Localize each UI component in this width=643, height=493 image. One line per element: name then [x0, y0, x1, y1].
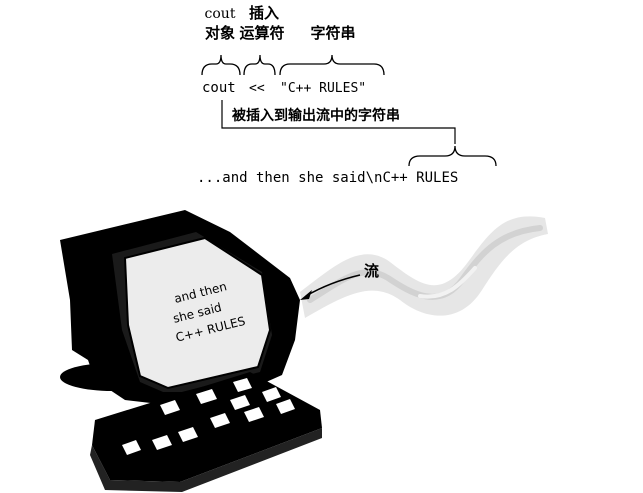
label-inserted-string: 被插入到输出流中的字符串	[232, 107, 400, 124]
output-stream-text: ...and then she said\nC++ RULES	[197, 170, 458, 186]
keyboard-keys	[122, 378, 295, 455]
computer-illustration: and then she said C++ RULES	[60, 210, 322, 492]
stream-arrow	[300, 274, 361, 300]
output-inserted: C++ RULES	[382, 170, 458, 186]
code-operator: <<	[249, 81, 265, 96]
label-cout-object-line1: cout	[205, 6, 236, 22]
brace-cout	[201, 54, 241, 76]
brace-string	[279, 54, 385, 76]
label-cout-object-line2: 对象	[205, 24, 235, 42]
label-insertion-line1: 插入	[249, 4, 279, 22]
connector-line	[221, 100, 456, 144]
code-cout: cout	[202, 80, 236, 96]
monitor-screen	[123, 236, 272, 390]
stream-ribbon	[300, 216, 548, 318]
stream-label: 流	[364, 262, 379, 280]
label-string: 字符串	[310, 24, 355, 42]
brace-operator	[243, 54, 276, 76]
brace-inserted-output	[408, 145, 497, 167]
label-insertion-line2: 运算符	[239, 24, 284, 42]
output-prefix: ...and then she said\n	[197, 170, 382, 186]
code-string-literal: "C++ RULES"	[280, 81, 366, 96]
keyboard	[92, 372, 322, 482]
